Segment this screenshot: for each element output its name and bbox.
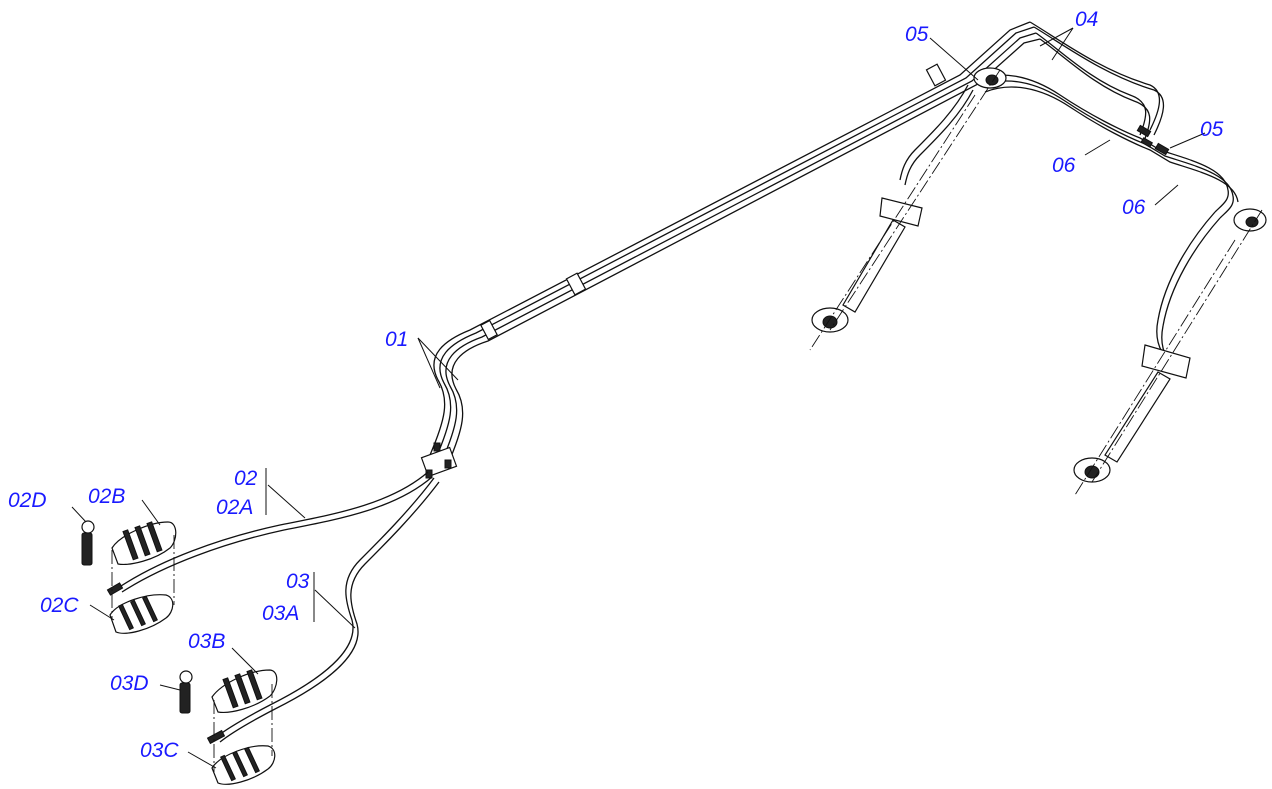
callout-02B: 02B: [88, 485, 125, 508]
junction-block: [420, 442, 458, 479]
callout-03: 03: [286, 570, 310, 593]
callout-04: 04: [1075, 8, 1098, 31]
hose-02: [106, 471, 433, 596]
callout-03B: 03B: [188, 630, 225, 653]
callout-05-top: 05: [905, 23, 929, 46]
callout-06-right: 06: [1122, 196, 1146, 219]
callout-labels: 01 02 02A 02B 02C 02D 03 03A 03B 03C 03D…: [8, 8, 1224, 762]
callout-02: 02: [234, 467, 258, 490]
callout-03D: 03D: [110, 672, 149, 695]
callout-03C: 03C: [140, 739, 179, 762]
callout-05-right: 05: [1200, 118, 1224, 141]
right-cylinder: [1073, 208, 1267, 496]
main-hose-bundle: [429, 21, 1041, 465]
hose-03: [206, 477, 440, 745]
handle-03: [179, 669, 278, 785]
callout-02C: 02C: [40, 594, 79, 617]
callout-03A: 03A: [262, 602, 299, 625]
callout-02D: 02D: [8, 489, 47, 512]
leader-lines: [71, 27, 1206, 769]
rear-hoses: [974, 21, 1239, 219]
callout-01: 01: [385, 328, 408, 351]
callout-02A: 02A: [216, 496, 253, 519]
left-cylinder: [809, 67, 1007, 351]
handle-02: [81, 520, 177, 634]
callout-06-left: 06: [1052, 154, 1076, 177]
